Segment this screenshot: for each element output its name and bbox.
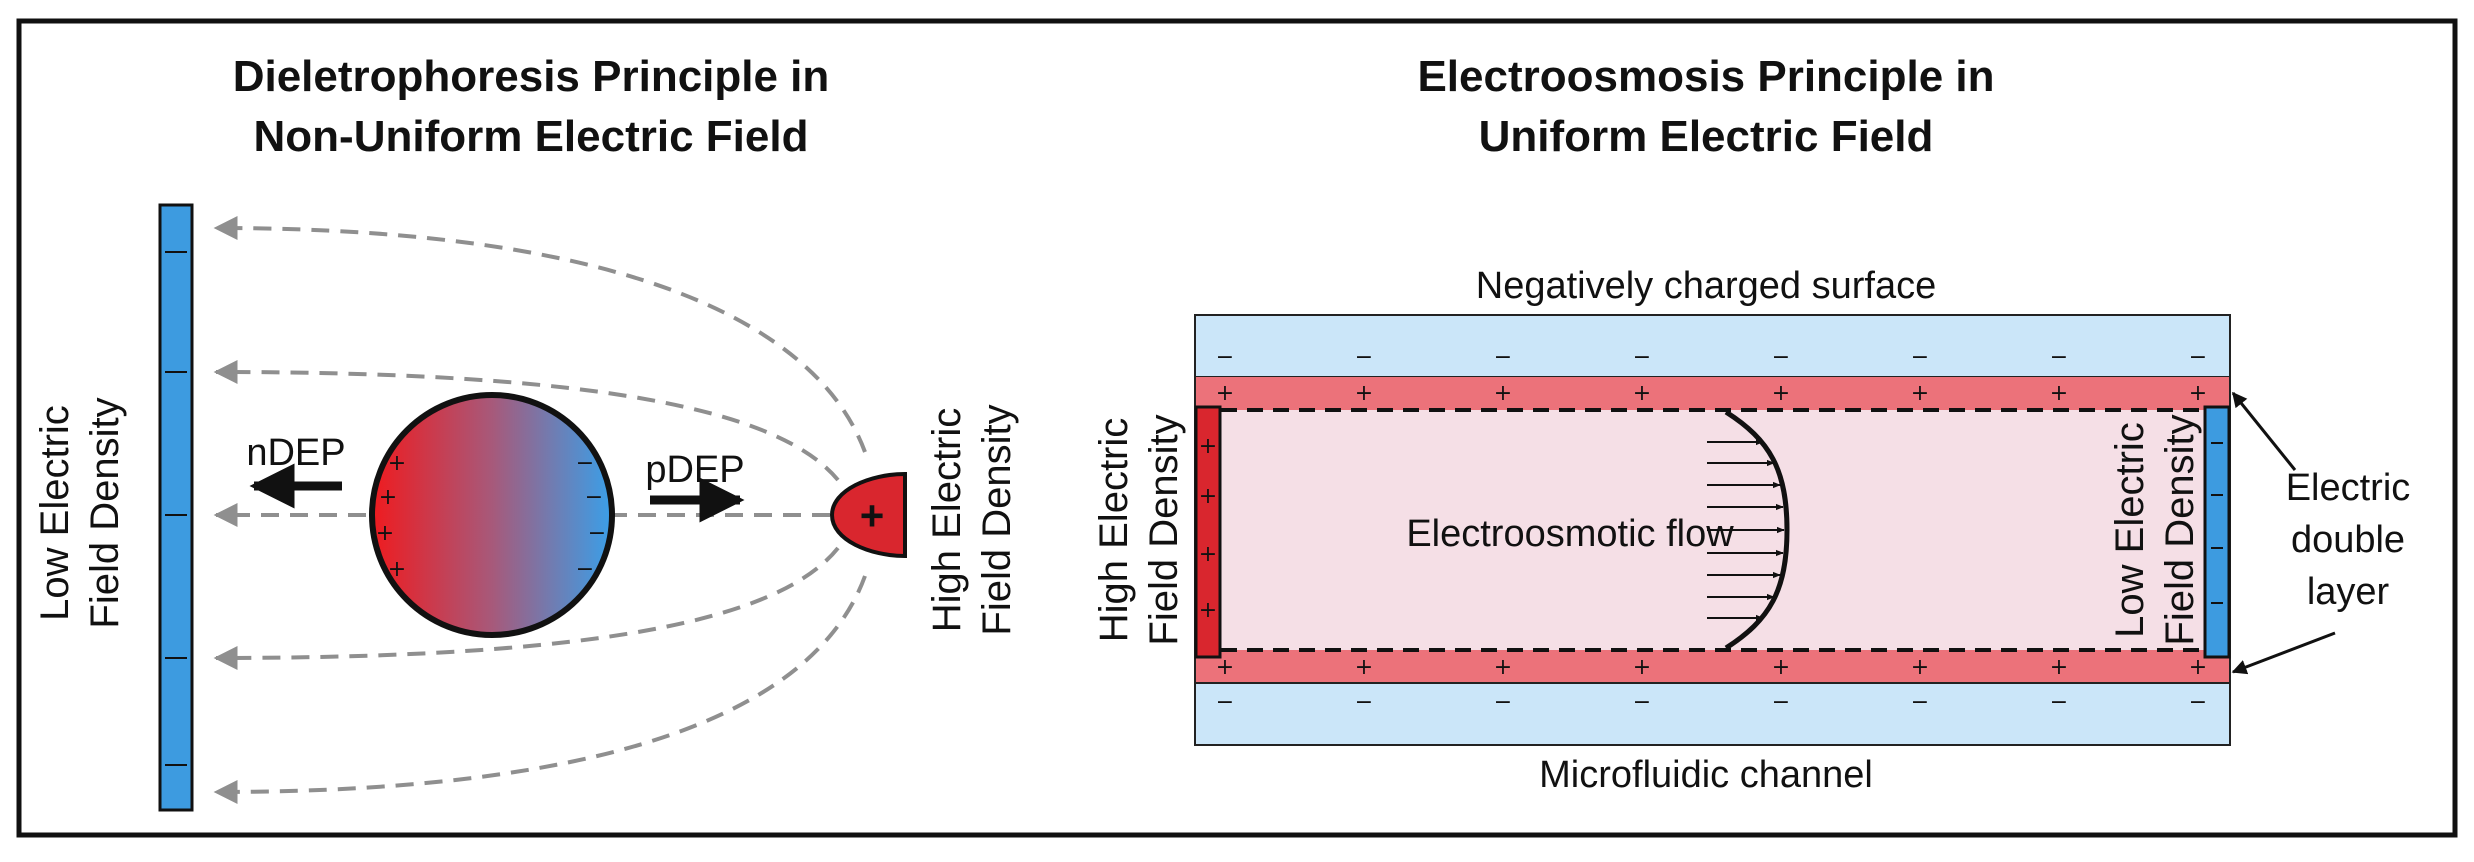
svg-text:+: +	[376, 521, 394, 546]
top-wall	[1194, 314, 2231, 378]
svg-text:−: −	[1216, 690, 1234, 715]
svg-text:+: +	[1199, 434, 1217, 459]
edl-pointer-bottom	[2231, 631, 2336, 675]
field-line	[213, 546, 840, 670]
bottom-wall	[1194, 682, 2231, 746]
low-density-label-line2: Field Density	[83, 397, 127, 628]
svg-text:−: −	[576, 557, 594, 582]
point-electrode-sign: +	[860, 492, 885, 539]
pdep-label: pDEP	[645, 449, 744, 491]
svg-text:−: −	[1633, 345, 1651, 370]
svg-text:+: +	[2050, 655, 2068, 680]
svg-text:−: −	[1355, 690, 1373, 715]
svg-text:+: +	[1633, 655, 1651, 680]
blue-electrode-minus-ticks	[2211, 442, 2223, 604]
svg-text:−: −	[1355, 345, 1373, 370]
electroosmotic-flow-label: Electroosmotic flow	[1406, 513, 1734, 555]
top-edl-positive-charges: + + + + + + + +	[1216, 381, 2207, 406]
svg-text:+: +	[1355, 381, 1373, 406]
eo-title-line2: Uniform Electric Field	[1479, 112, 1934, 161]
svg-text:+: +	[2189, 381, 2207, 406]
red-electrode-positive-charges: + + + +	[1199, 434, 1217, 623]
svg-text:+: +	[1199, 484, 1217, 509]
polarized-particle	[369, 392, 615, 638]
svg-text:−: −	[1494, 690, 1512, 715]
svg-text:−: −	[2189, 345, 2207, 370]
svg-text:+: +	[1199, 598, 1217, 623]
field-line	[213, 575, 867, 804]
svg-text:+: +	[1199, 542, 1217, 567]
eo-low-density-line2: Field Density	[2158, 414, 2202, 645]
low-field-electrode-right	[2203, 405, 2231, 659]
dep-title-line2: Non-Uniform Electric Field	[254, 112, 809, 161]
svg-text:+: +	[1494, 381, 1512, 406]
svg-text:+: +	[1772, 381, 1790, 406]
dep-panel: Dieletrophoresis Principle in Non-Unifor…	[33, 52, 1019, 812]
electrode-minus-ticks	[165, 251, 187, 766]
svg-text:+: +	[1911, 655, 1929, 680]
particle-positive-charges: + + + +	[376, 451, 406, 582]
high-density-label-line2: Field Density	[975, 404, 1019, 635]
svg-text:−: −	[1494, 345, 1512, 370]
edl-pointer-top	[2231, 391, 2297, 471]
svg-text:−: −	[1772, 345, 1790, 370]
svg-text:+: +	[1216, 655, 1234, 680]
point-electrode	[829, 471, 907, 559]
svg-text:+: +	[1633, 381, 1651, 406]
svg-text:+: +	[2189, 655, 2207, 680]
edl-label-line3: layer	[2307, 571, 2390, 613]
field-line	[213, 360, 840, 482]
eo-high-density-line2: Field Density	[1142, 414, 1186, 645]
field-line	[213, 216, 867, 453]
svg-text:−: −	[585, 485, 603, 510]
low-density-label-line1: Low Electric	[33, 405, 77, 621]
microfluidic-channel-caption: Microfluidic channel	[1539, 754, 1873, 796]
low-field-electrode	[158, 203, 194, 812]
eo-title-line1: Electroosmosis Principle in	[1417, 52, 1994, 101]
svg-text:+: +	[1355, 655, 1373, 680]
svg-text:−: −	[2050, 345, 2068, 370]
high-density-label-line1: High Electric	[925, 408, 969, 633]
svg-text:−: −	[588, 521, 606, 546]
bottom-edl-positive-charges: + + + + + + + +	[1216, 655, 2207, 680]
svg-text:+: +	[379, 485, 397, 510]
bottom-wall-negative-charges: − − − − − − − −	[1216, 690, 2207, 715]
eo-high-density-line1: High Electric	[1092, 418, 1136, 643]
particle-negative-charges: − − − −	[576, 451, 606, 582]
svg-text:−: −	[576, 451, 594, 476]
top-wall-negative-charges: − − − − − − − −	[1216, 345, 2207, 370]
bottom-edl	[1195, 650, 2230, 683]
svg-text:−: −	[2050, 690, 2068, 715]
svg-text:−: −	[1772, 690, 1790, 715]
svg-text:+: +	[388, 451, 406, 476]
figure-frame	[16, 18, 2458, 838]
svg-text:+: +	[388, 557, 406, 582]
edl-label-line1: Electric	[2286, 467, 2411, 509]
svg-text:+: +	[1911, 381, 1929, 406]
eo-panel: Electroosmosis Principle in Uniform Elec…	[1092, 52, 2410, 796]
ndep-label: nDEP	[246, 432, 345, 474]
svg-text:+: +	[1494, 655, 1512, 680]
svg-text:−: −	[1216, 345, 1234, 370]
svg-text:+: +	[1772, 655, 1790, 680]
high-field-electrode	[1194, 405, 1222, 659]
svg-text:+: +	[1216, 381, 1234, 406]
svg-text:−: −	[2189, 690, 2207, 715]
dep-title-line1: Dieletrophoresis Principle in	[233, 52, 830, 101]
svg-text:−: −	[1911, 690, 1929, 715]
svg-text:−: −	[1911, 345, 1929, 370]
flow-velocity-arrows	[1707, 438, 1785, 622]
negatively-charged-surface-caption: Negatively charged surface	[1476, 265, 1936, 307]
svg-text:−: −	[1633, 690, 1651, 715]
eo-low-density-line1: Low Electric	[2108, 422, 2152, 638]
edl-label-line2: double	[2291, 519, 2405, 561]
svg-text:+: +	[2050, 381, 2068, 406]
top-edl	[1195, 377, 2230, 410]
